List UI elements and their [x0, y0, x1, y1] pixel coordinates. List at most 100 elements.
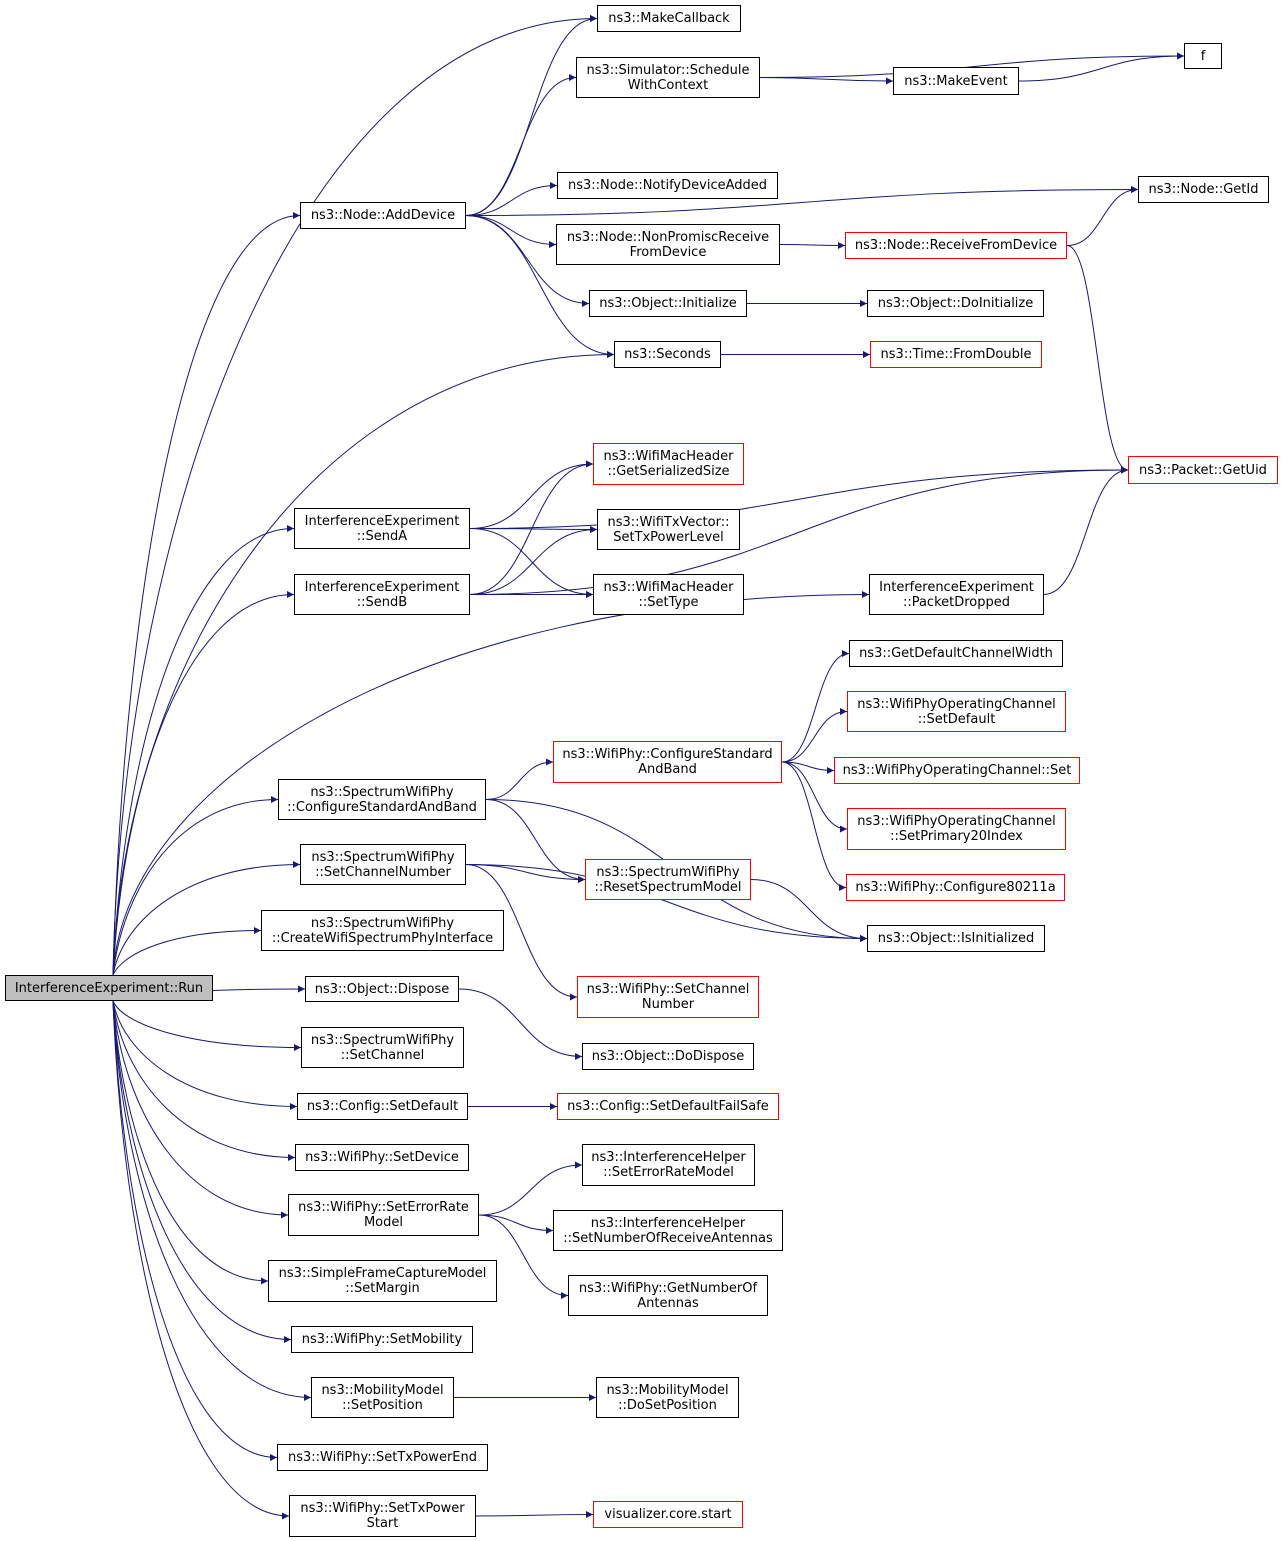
node-f[interactable]: f	[1184, 43, 1222, 69]
node-label: ns3::Node::ReceiveFromDevice	[854, 238, 1058, 253]
node-fromdouble[interactable]: ns3::Time::FromDouble	[870, 341, 1042, 368]
node-settxpowerlevel[interactable]: ns3::WifiTxVector::SetTxPowerLevel	[597, 509, 740, 550]
node-label: ::SendA	[356, 528, 408, 544]
edge-spsetchnum-to-wpsetchnum	[465, 864, 578, 1001]
node-createspi[interactable]: ns3::SpectrumWifiPhy::CreateWifiSpectrum…	[261, 910, 504, 951]
node-label: ns3::WifiPhy::GetNumberOf	[578, 1280, 758, 1296]
node-label: ns3::Config::SetDefaultFailSafe	[567, 1099, 769, 1114]
node-vizstart[interactable]: visualizer.core.start	[593, 1501, 743, 1528]
node-setmobility[interactable]: ns3::WifiPhy::SetMobility	[291, 1326, 473, 1353]
edge-adddevice-to-nonpromisc	[465, 215, 557, 248]
edge-spconfstd-to-confstdband	[485, 758, 554, 800]
edge-confstdband-to-getdefcw	[781, 650, 850, 763]
node-notifydev[interactable]: ns3::Node::NotifyDeviceAdded	[557, 172, 778, 199]
node-label: ns3::WifiPhyOperatingChannel::Set	[842, 763, 1072, 778]
node-label: ns3::MobilityModel	[606, 1382, 729, 1398]
node-label: Model	[363, 1215, 404, 1230]
node-label: ns3::WifiPhy::Configure80211a	[855, 880, 1056, 895]
node-ihseterm[interactable]: ns3::InterferenceHelper::SetErrorRateMod…	[582, 1144, 755, 1186]
node-label: ns3::SimpleFrameCaptureModel	[278, 1266, 487, 1281]
node-label: ::GetSerializedSize	[607, 464, 730, 479]
node-getid[interactable]: ns3::Node::GetId	[1138, 176, 1269, 203]
node-settxpowerend[interactable]: ns3::WifiPhy::SetTxPowerEnd	[277, 1444, 488, 1471]
edge-seterm-to-ihseterm	[478, 1161, 583, 1216]
edge-spconfstd-to-resetspec	[485, 799, 586, 883]
node-label: ns3::Packet::GetUid	[1139, 462, 1267, 478]
node-label: ::SetType	[638, 594, 699, 610]
node-makeevent[interactable]: ns3::MakeEvent	[893, 67, 1019, 95]
node-mmsetpos[interactable]: ns3::MobilityModel::SetPosition	[311, 1377, 454, 1418]
node-recvfromdev[interactable]: ns3::Node::ReceiveFromDevice	[845, 232, 1067, 259]
node-label: ns3::InterferenceHelper	[591, 1150, 746, 1165]
node-dispose[interactable]: ns3::Object::Dispose	[305, 976, 459, 1002]
node-label: ns3::Node::GetId	[1148, 182, 1259, 197]
node-objinit[interactable]: ns3::Object::Initialize	[589, 290, 747, 317]
node-mmdosetpos[interactable]: ns3::MobilityModel::DoSetPosition	[596, 1377, 739, 1418]
node-label: AndBand	[638, 762, 697, 777]
node-cfgsetdeffs[interactable]: ns3::Config::SetDefaultFailSafe	[557, 1093, 779, 1120]
node-doinit[interactable]: ns3::Object::DoInitialize	[867, 290, 1044, 317]
node-getuid[interactable]: ns3::Packet::GetUid	[1128, 456, 1278, 484]
node-label: ns3::MakeCallback	[608, 11, 730, 26]
node-spsetchnum[interactable]: ns3::SpectrumWifiPhy::SetChannelNumber	[300, 844, 466, 885]
node-cfgsetdef[interactable]: ns3::Config::SetDefault	[297, 1093, 468, 1120]
node-label: ns3::WifiPhy::SetTxPower	[300, 1501, 465, 1516]
node-run[interactable]: InterferenceExperiment::Run	[5, 975, 213, 1001]
node-sendb[interactable]: InterferenceExperiment::SendB	[294, 574, 470, 615]
node-seconds[interactable]: ns3::Seconds	[614, 341, 721, 368]
node-label: InterferenceExperiment::Run	[14, 980, 204, 996]
node-setdevice[interactable]: ns3::WifiPhy::SetDevice	[295, 1144, 469, 1171]
node-label: InterferenceExperiment	[879, 579, 1034, 595]
edge-run-to-setmobility	[112, 1000, 292, 1343]
edge-confstdband-to-wpocset	[781, 761, 835, 774]
node-label: ::ResetSpectrumModel	[594, 879, 742, 895]
node-label: ::SetPrimary20Index	[890, 829, 1023, 844]
node-label: ns3::WifiTxVector::	[607, 514, 730, 530]
node-label: ns3::Object::DoInitialize	[877, 296, 1034, 311]
node-getdefcw[interactable]: ns3::GetDefaultChannelWidth	[849, 640, 1063, 667]
node-wpocsetdefault[interactable]: ns3::WifiPhyOperatingChannel::SetDefault	[847, 691, 1066, 732]
node-label: ns3::WifiPhy::SetErrorRate	[298, 1200, 469, 1215]
node-label: ::PacketDropped	[902, 594, 1011, 610]
edge-sendb-to-settxpowerlevel	[469, 526, 598, 595]
node-pktdropped[interactable]: InterferenceExperiment::PacketDropped	[869, 574, 1044, 615]
edge-confstdband-to-setprimary20	[781, 761, 848, 833]
edge-senda-to-settxpowerlevel	[469, 525, 598, 533]
edge-run-to-settxpowerstart	[112, 1000, 290, 1520]
node-ihsetnra[interactable]: ns3::InterferenceHelper::SetNumberOfRece…	[553, 1210, 783, 1251]
edge-confstdband-to-wpocsetdefault	[781, 708, 848, 763]
node-settype[interactable]: ns3::WifiMacHeader::SetType	[593, 574, 744, 615]
node-spsetch[interactable]: ns3::SpectrumWifiPhy::SetChannel	[301, 1027, 464, 1068]
node-label: InterferenceExperiment	[304, 579, 460, 595]
node-label: ns3::Time::FromDouble	[880, 347, 1032, 362]
node-label: Antennas	[637, 1295, 699, 1311]
node-senda[interactable]: InterferenceExperiment::SendA	[294, 508, 470, 549]
edge-run-to-senda	[112, 525, 295, 976]
node-label: ::SetNumberOfReceiveAntennas	[563, 1230, 773, 1246]
node-dodispose[interactable]: ns3::Object::DoDispose	[582, 1043, 754, 1070]
edge-adddevice-to-seconds	[465, 215, 615, 358]
node-isinit[interactable]: ns3::Object::IsInitialized	[867, 925, 1045, 952]
node-adddevice[interactable]: ns3::Node::AddDevice	[300, 202, 466, 229]
node-wpocset[interactable]: ns3::WifiPhyOperatingChannel::Set	[834, 757, 1080, 784]
node-makecallback[interactable]: ns3::MakeCallback	[597, 5, 741, 32]
node-label: ::CreateWifiSpectrumPhyInterface	[271, 930, 494, 946]
node-spconfstd[interactable]: ns3::SpectrumWifiPhy::ConfigureStandardA…	[278, 779, 486, 820]
edge-seterm-to-getnumant	[478, 1214, 569, 1299]
edge-run-to-seterm	[112, 1000, 289, 1219]
node-label: ::SetChannelNumber	[315, 864, 451, 880]
node-setprimary20[interactable]: ns3::WifiPhyOperatingChannel::SetPrimary…	[847, 808, 1066, 850]
node-resetspec[interactable]: ns3::SpectrumWifiPhy::ResetSpectrumModel	[585, 859, 751, 900]
node-label: ns3::SpectrumWifiPhy	[596, 864, 740, 880]
node-conf80211a[interactable]: ns3::WifiPhy::Configure80211a	[846, 874, 1065, 901]
node-sfcmsetmargin[interactable]: ns3::SimpleFrameCaptureModel::SetMargin	[268, 1260, 497, 1302]
edge-run-to-makecallback	[112, 15, 598, 976]
node-getserialized[interactable]: ns3::WifiMacHeader::GetSerializedSize	[593, 443, 744, 485]
